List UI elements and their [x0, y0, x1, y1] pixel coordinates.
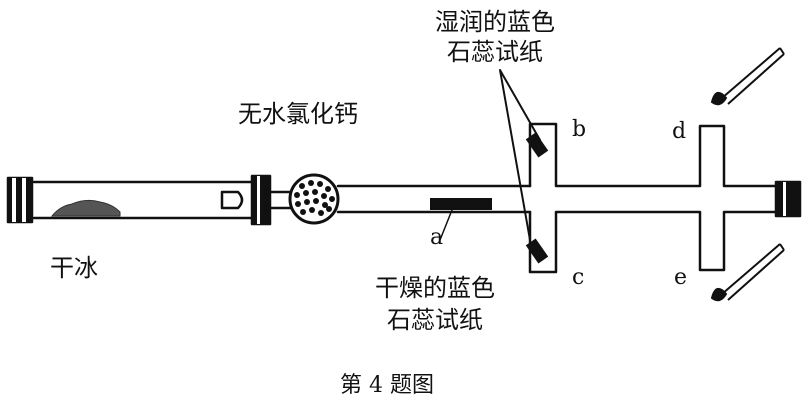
figure-caption: 第 4 题图 — [340, 373, 434, 398]
label-c: c — [572, 265, 585, 290]
label-b: b — [572, 117, 587, 142]
dry-litmus-label-line1: 干燥的蓝色 — [375, 274, 495, 302]
wet-litmus-paper-b — [525, 132, 549, 158]
right-stopper — [774, 180, 802, 218]
dry-litmus-paper — [430, 198, 492, 210]
wet-litmus-label-line1: 湿润的蓝色 — [435, 8, 555, 36]
matchstick-icon — [710, 47, 785, 106]
wet-litmus-paper-c — [525, 238, 549, 264]
wet-litmus-label-line2: 石蕊试纸 — [447, 38, 543, 66]
left-stopper — [6, 176, 34, 224]
cross-bc — [528, 122, 782, 274]
label-a: a — [430, 225, 444, 250]
dry-litmus-label-line2: 石蕊试纸 — [387, 306, 483, 334]
cacl2-label: 无水氯化钙 — [238, 100, 358, 128]
tube-connector — [250, 174, 272, 226]
matchstick-icon — [710, 243, 785, 302]
dry-ice-pile — [50, 199, 121, 217]
main-tube — [336, 184, 532, 214]
label-d: d — [672, 119, 687, 144]
label-e: e — [674, 265, 688, 290]
dry-ice-tube — [32, 180, 262, 220]
dry-ice-label: 干冰 — [50, 254, 98, 282]
